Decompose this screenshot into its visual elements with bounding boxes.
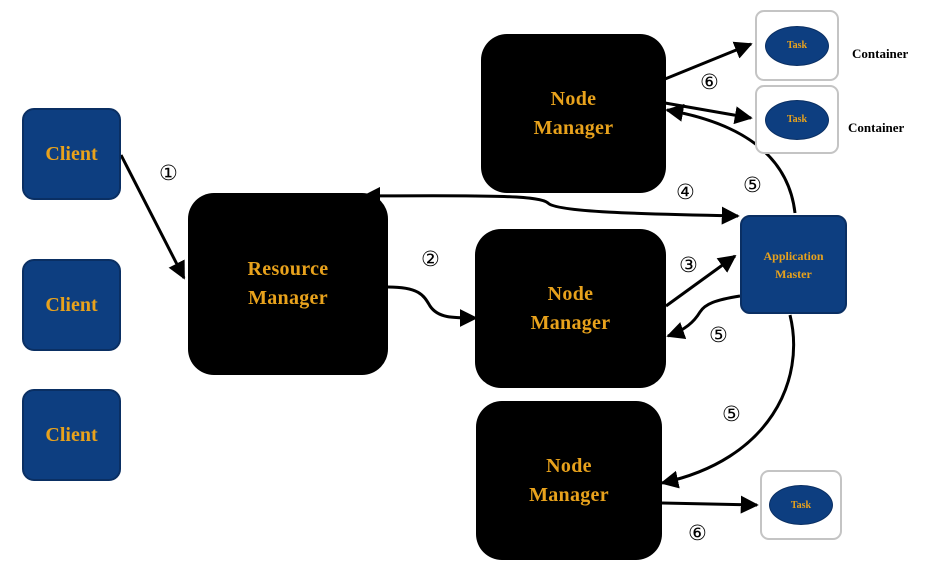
task-ellipse: Task [765, 99, 829, 140]
application-master-line1: Application [763, 248, 824, 263]
node-manager-line2: Manager [530, 311, 611, 334]
task-label: Task [786, 114, 808, 125]
step-4-label: ④ [676, 180, 695, 204]
client-box-2: Client [22, 259, 121, 351]
application-master-line2: Master [775, 266, 812, 281]
node-manager-box-3: Node Manager [476, 401, 662, 560]
container-box-1: Task [755, 10, 839, 81]
step-6-label-bottom: ⑥ [688, 521, 707, 545]
node-manager-box-2: Node Manager [475, 229, 666, 388]
step-2-label: ② [421, 247, 440, 271]
client-box-3: Client [22, 389, 121, 481]
container-label-1: Container [852, 46, 909, 61]
resource-manager-box: Resource Manager [188, 193, 388, 375]
task-ellipse: Task [765, 25, 829, 66]
resource-manager-line2: Manager [248, 287, 328, 309]
application-master-box: Application Master [740, 215, 847, 314]
container-box-3: Task [760, 470, 842, 540]
container-box-2: Task [755, 85, 839, 154]
arrow-nm1-to-container2 [664, 101, 753, 125]
client-label: Client [45, 423, 98, 446]
task-label: Task [786, 40, 808, 51]
step-5-label-top: ⑤ [743, 173, 762, 197]
arrow-am-to-nm2 [666, 294, 741, 340]
arrow-nm1-to-container1 [664, 41, 753, 81]
client-label: Client [45, 142, 98, 165]
arrow-rm-am [362, 186, 740, 225]
arrow-nm3-to-container3 [661, 495, 759, 514]
resource-manager-line1: Resource [247, 258, 329, 280]
step-1-label: ① [159, 161, 178, 185]
node-manager-line1: Node [546, 454, 592, 477]
node-manager-line1: Node [550, 87, 597, 110]
node-manager-line2: Manager [533, 116, 614, 139]
container-label-2: Container [848, 120, 905, 135]
arrow-am-to-nm1 [665, 103, 797, 214]
step-5-label-middle: ⑤ [709, 323, 728, 347]
task-label: Task [790, 499, 812, 511]
node-manager-box-1: Node Manager [481, 34, 666, 193]
node-manager-line1: Node [547, 282, 594, 305]
arrow-am-to-nm3 [660, 314, 796, 489]
arrow-nm2-to-am [665, 254, 737, 308]
step-5-label-bottom: ⑤ [722, 402, 741, 426]
client-box-1: Client [22, 108, 121, 200]
client-label: Client [45, 293, 98, 316]
node-manager-line2: Manager [529, 483, 609, 506]
step-6-label-top: ⑥ [700, 70, 719, 94]
arrow-rm-to-nm2 [387, 285, 478, 327]
task-ellipse: Task [769, 485, 833, 525]
arrow-client-to-rm [119, 154, 186, 280]
step-3-label: ③ [679, 253, 698, 277]
